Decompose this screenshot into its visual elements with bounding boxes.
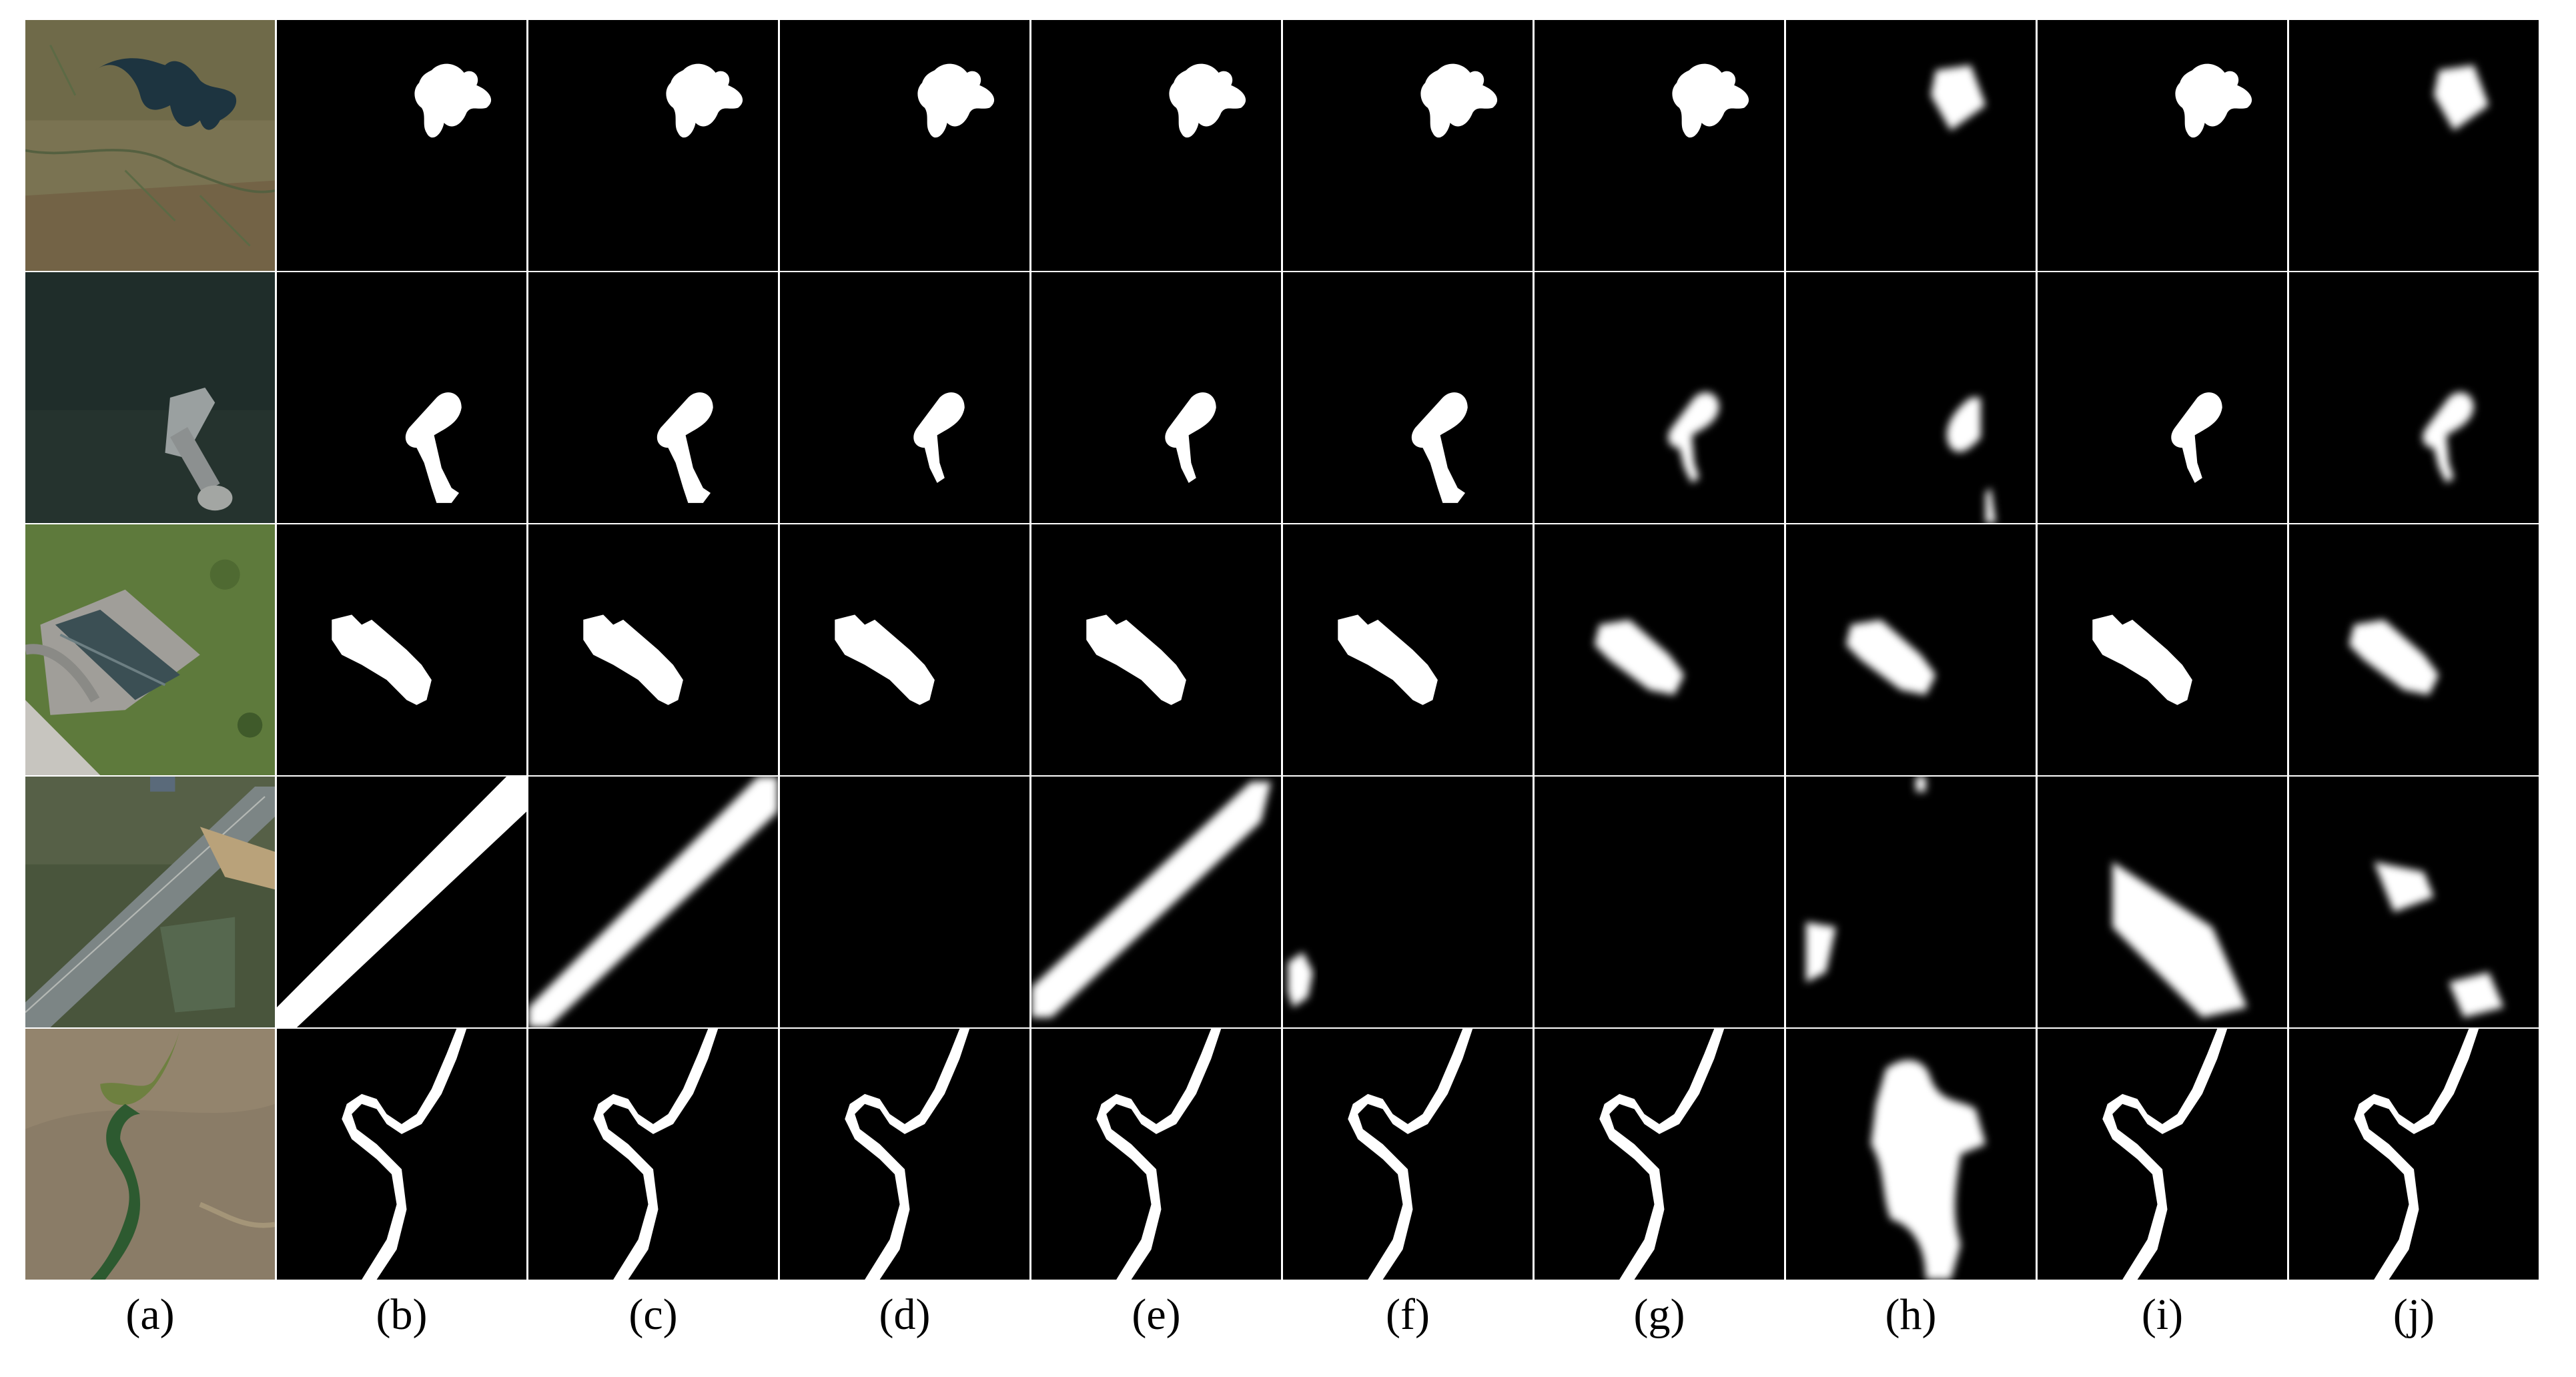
pier-row-mask-e (1031, 272, 1281, 523)
building-row-mask-c (528, 524, 778, 775)
bridge-row-mask-d (780, 777, 1029, 1027)
pier-row-aerial-image (25, 272, 275, 523)
building-row-mask-f (1283, 524, 1533, 775)
pier-row-mask-j (2289, 272, 2539, 523)
lake-row-mask-j (2289, 20, 2539, 271)
column-label-h: (h) (1885, 1290, 1937, 1339)
pier-row-mask-c (528, 272, 778, 523)
bridge-row-mask-e (1031, 777, 1281, 1027)
lake-row-mask-d (780, 20, 1029, 271)
bridge-row-mask-b (277, 777, 526, 1027)
column-label-e: (e) (1132, 1290, 1181, 1339)
lake-row-mask-i (2038, 20, 2287, 271)
river-row-mask-h (1786, 1029, 2036, 1280)
bridge-row-mask-f (1283, 777, 1533, 1027)
river-row-mask-i (2038, 1029, 2287, 1280)
river-row-mask-f (1283, 1029, 1533, 1280)
column-label-i: (i) (2141, 1290, 2184, 1339)
pier-row-mask-h (1786, 272, 2036, 523)
building-row-mask-b (277, 524, 526, 775)
bridge-row-mask-c (528, 777, 778, 1027)
column-label-j: (j) (2393, 1290, 2435, 1339)
lake-row-mask-c (528, 20, 778, 271)
building-row-mask-j (2289, 524, 2539, 775)
column-label-f: (f) (1386, 1290, 1430, 1339)
column-label-c: (c) (628, 1290, 678, 1339)
column-label-g: (g) (1633, 1290, 1685, 1339)
river-row-mask-j (2289, 1029, 2539, 1280)
bridge-row-mask-h (1786, 777, 2036, 1027)
lake-row-mask-f (1283, 20, 1533, 271)
lake-row-aerial-image (25, 20, 275, 271)
building-row-aerial-image (25, 524, 275, 775)
river-row-mask-e (1031, 1029, 1281, 1280)
pier-row-mask-g (1535, 272, 1784, 523)
lake-row-mask-h (1786, 20, 2036, 271)
column-label-a: (a) (125, 1290, 175, 1339)
lake-row-mask-e (1031, 20, 1281, 271)
column-label-b: (b) (376, 1290, 428, 1339)
bridge-row-aerial-image (25, 777, 275, 1027)
lake-row-mask-b (277, 20, 526, 271)
pier-row-mask-d (780, 272, 1029, 523)
building-row-mask-i (2038, 524, 2287, 775)
column-label-d: (d) (879, 1290, 931, 1339)
river-row-mask-d (780, 1029, 1029, 1280)
pier-row-mask-f (1283, 272, 1533, 523)
lake-row-mask-g (1535, 20, 1784, 271)
building-row-mask-e (1031, 524, 1281, 775)
river-row-mask-b (277, 1029, 526, 1280)
river-row-mask-c (528, 1029, 778, 1280)
pier-row-mask-b (277, 272, 526, 523)
river-row-mask-g (1535, 1029, 1784, 1280)
building-row-mask-h (1786, 524, 2036, 775)
river-row-aerial-image (25, 1029, 275, 1280)
bridge-row-mask-g (1535, 777, 1784, 1027)
building-row-mask-g (1535, 524, 1784, 775)
building-row-mask-d (780, 524, 1029, 775)
pier-row-mask-i (2038, 272, 2287, 523)
bridge-row-mask-i (2038, 777, 2287, 1027)
bridge-row-mask-j (2289, 777, 2539, 1027)
